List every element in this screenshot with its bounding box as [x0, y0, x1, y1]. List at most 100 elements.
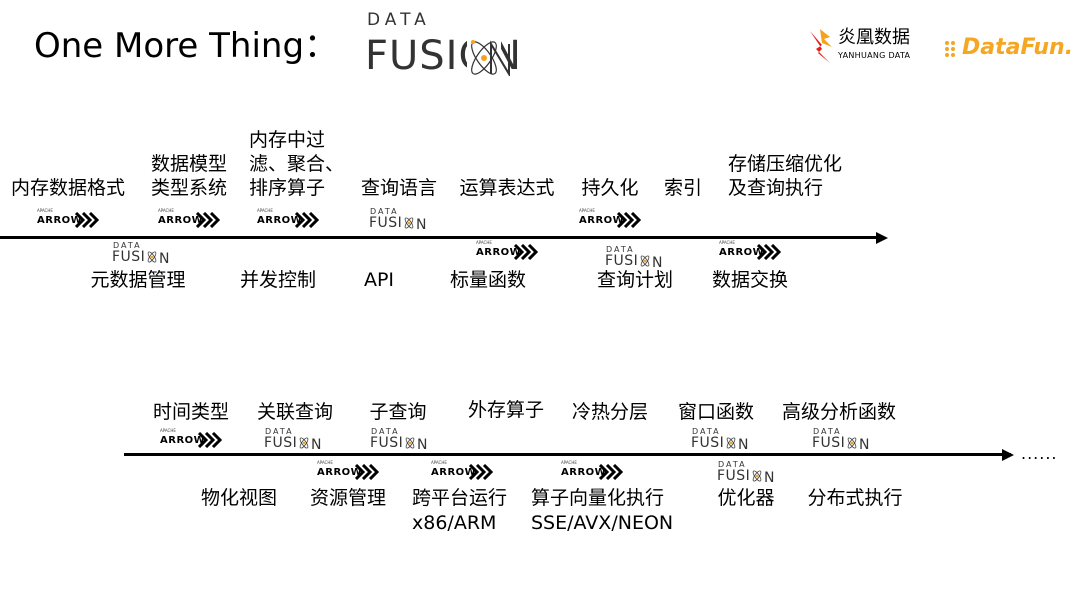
t2-materialized-view: 物化视图: [200, 487, 278, 509]
t2-time-type: 时间类型: [152, 401, 230, 423]
datafusion-small-logo-data: DATA: [606, 245, 635, 254]
apache-arrow-logo-text: ARROW: [431, 467, 477, 478]
datafun-dots-icon: [945, 41, 955, 57]
apache-arrow-logo-tiny: APACHE: [317, 460, 333, 465]
datafusion-small-logo-data: DATA: [113, 241, 142, 250]
timeline-2-arrowhead: [1002, 448, 1014, 461]
apache-arrow-logo: APACHE ARROW: [257, 208, 320, 230]
yanhuang-logo: 炎凰数据 YANHUANG DATA: [806, 27, 926, 67]
t2-external-operator: 外存算子: [467, 399, 545, 421]
datafun-logo: DataFun.: [944, 34, 1074, 64]
datafusion-small-logo-data: DATA: [371, 427, 400, 436]
t2-window-function: 窗口函数: [677, 401, 755, 423]
apache-arrow-logo-text: ARROW: [257, 215, 303, 226]
apache-arrow-logo-tiny: APACHE: [257, 208, 273, 213]
apache-arrow-logo: APACHE ARROW: [579, 208, 642, 230]
t1-metadata: 元数据管理: [90, 269, 186, 291]
triple-chevron-icon: [355, 464, 380, 480]
triple-chevron-icon: [514, 244, 539, 260]
apache-arrow-logo-tiny: APACHE: [37, 208, 53, 213]
t2-distributed: 分布式执行: [807, 487, 903, 509]
atom-icon: N: [299, 437, 321, 451]
t1-in-memory-line1: 内存中过: [249, 129, 326, 151]
timeline-2-ellipsis: ......: [1021, 444, 1058, 463]
apache-arrow-logo-text: ARROW: [317, 467, 363, 478]
t2-vectorized: 算子向量化执行: [531, 487, 665, 509]
t1-concurrency: 并发控制: [239, 269, 317, 291]
apache-arrow-logo-text: ARROW: [158, 215, 204, 226]
datafusion-small-logo-data: DATA: [813, 427, 842, 436]
t1-api: API: [363, 269, 395, 291]
atom-icon: N: [404, 217, 426, 231]
apache-arrow-logo-tiny: APACHE: [579, 208, 595, 213]
letter-n-shape: [490, 40, 510, 76]
svg-text:N: N: [416, 217, 426, 231]
t1-storage-line2: 及查询执行: [728, 177, 824, 199]
t1-in-memory-line3: 排序算子: [249, 177, 326, 199]
svg-text:N: N: [652, 255, 662, 269]
apache-arrow-logo: APACHE ARROW: [37, 208, 100, 230]
apache-arrow-logo: APACHE ARROW: [719, 240, 782, 262]
triple-chevron-icon: [75, 212, 100, 228]
t1-type-system: 类型系统: [150, 177, 228, 199]
apache-arrow-logo-text: ARROW: [37, 215, 83, 226]
apache-arrow-logo-text: ARROW: [476, 247, 522, 258]
apache-arrow-logo-tiny: APACHE: [476, 240, 492, 245]
apache-arrow-logo-text: ARROW: [719, 247, 765, 258]
t2-resource-mgmt: 资源管理: [309, 487, 387, 509]
svg-text:N: N: [859, 437, 869, 451]
t1-scalar-function: 标量函数: [449, 269, 527, 291]
datafusion-small-logo-fusion: FUSI: [717, 468, 751, 484]
apache-arrow-logo-text: ARROW: [579, 215, 625, 226]
datafun-text: DataFun.: [962, 35, 1074, 60]
apache-arrow-logo-text: ARROW: [160, 435, 206, 446]
t2-optimizer: 优化器: [717, 487, 775, 509]
t1-index: 索引: [663, 177, 703, 199]
t1-expression: 运算表达式: [459, 177, 555, 199]
datafusion-small-logo-fusion: FUSI: [605, 253, 639, 269]
atom-icon: N: [405, 437, 427, 451]
atom-icon: N: [640, 255, 662, 269]
t1-in-memory-line2: 滤、聚合、: [249, 153, 345, 175]
apache-arrow-logo-tiny: APACHE: [561, 460, 577, 465]
timeline-2-axis: [124, 453, 1011, 456]
timeline-1-axis: [0, 236, 876, 239]
datafusion-small-logo-fusion: FUSI: [691, 435, 725, 451]
datafusion-small-logo-fusion: FUSI: [370, 435, 404, 451]
datafusion-small-logo-data: DATA: [692, 427, 721, 436]
datafusion-small-logo-fusion: FUSI: [264, 435, 298, 451]
apache-arrow-logo: APACHE ARROW: [476, 240, 539, 262]
t2-cross-platform: 跨平台运行: [412, 487, 508, 509]
t2-simd: SSE/AVX/NEON: [531, 512, 674, 534]
datafusion-logo: DATA FUSION: [363, 10, 521, 78]
triple-chevron-icon: [617, 212, 642, 228]
atom-icon: [467, 38, 501, 76]
atom-icon: N: [752, 470, 774, 484]
svg-text:N: N: [417, 437, 427, 451]
t1-query-language: 查询语言: [360, 177, 438, 199]
apache-arrow-logo-tiny: APACHE: [431, 460, 447, 465]
t2-subquery: 子查询: [369, 401, 427, 423]
datafusion-small-logo-fusion: FUSI: [812, 435, 846, 451]
triple-chevron-icon: [196, 212, 221, 228]
svg-text:N: N: [764, 470, 774, 484]
t1-storage-line1: 存储压缩优化: [728, 153, 843, 175]
datafusion-small-logo-fusion: FUSI: [112, 249, 146, 265]
datafusion-small-logo-fusion: FUSI: [369, 215, 403, 231]
atom-icon: N: [147, 251, 169, 265]
triple-chevron-icon: [295, 212, 320, 228]
t1-in-memory-format: 内存数据格式: [10, 177, 126, 199]
atom-icon: N: [847, 437, 869, 451]
apache-arrow-logo: APACHE ARROW: [431, 460, 494, 482]
t1-query-plan: 查询计划: [596, 269, 674, 291]
datafusion-logo-data: DATA: [367, 10, 431, 30]
apache-arrow-logo-tiny: APACHE: [719, 240, 735, 245]
